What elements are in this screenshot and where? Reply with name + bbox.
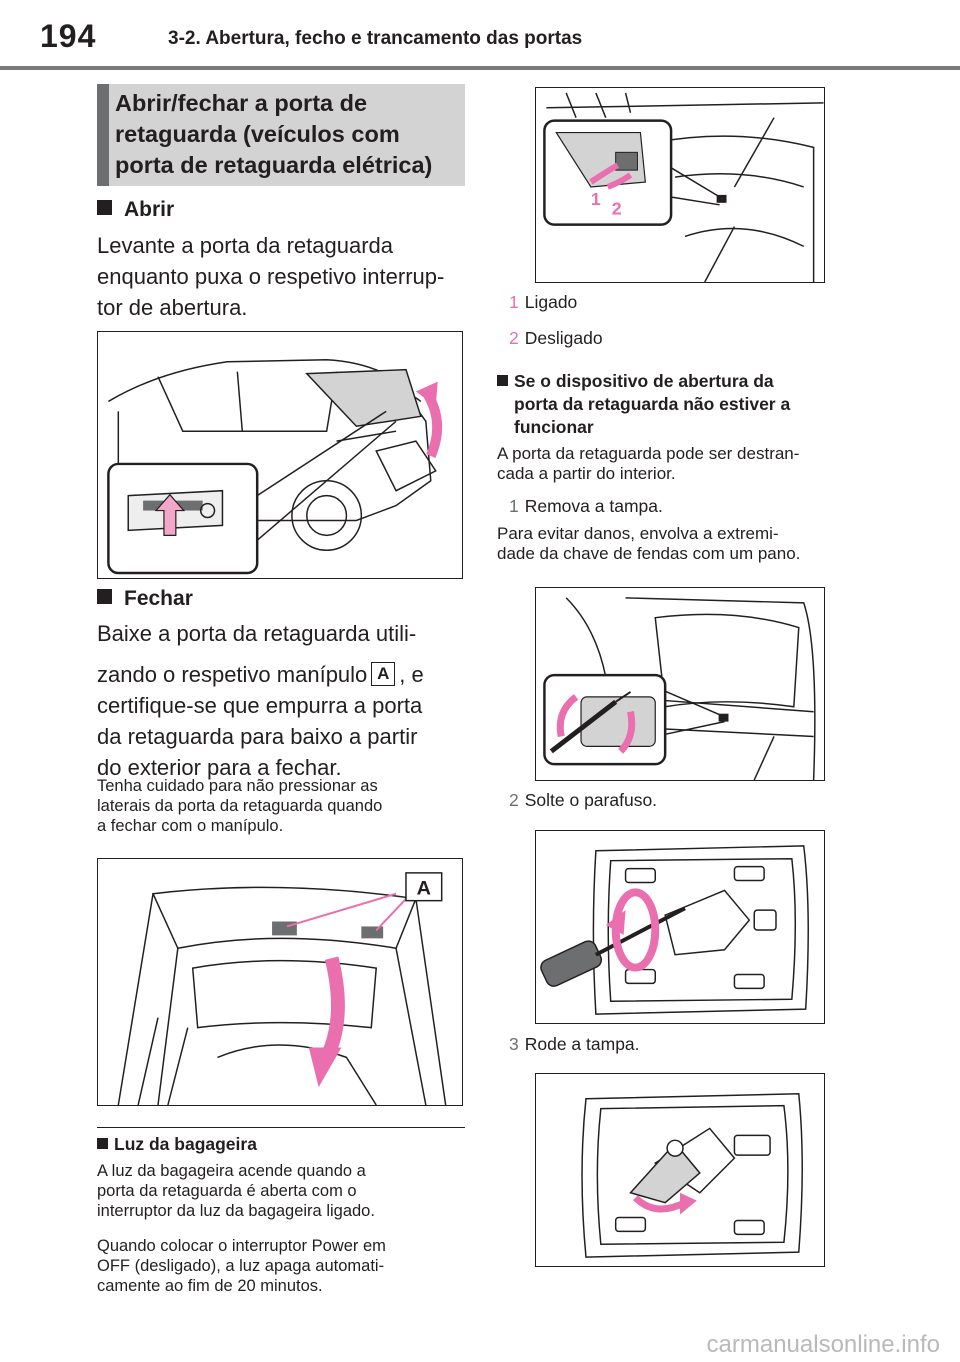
close-text-fragment: , e (399, 662, 424, 687)
close-text-line: do exterior para a fechar. (97, 755, 342, 780)
state-number: 1 (509, 292, 519, 312)
remove-cover-illustration (543, 597, 816, 780)
open-text: Levante a porta da retaguarda enquanto p… (97, 230, 467, 323)
figure-open-tailgate (97, 331, 463, 579)
open-heading-label: Abrir (124, 198, 175, 221)
malfunction-intro: A porta da retaguarda pode ser destran- … (497, 444, 867, 484)
luggage-light-line: interruptor da luz da bagageira ligado. (97, 1202, 375, 1220)
section-title-box (97, 84, 465, 186)
car-rear-illustration (107, 359, 443, 575)
luggage-light-line: camente ao fim de 20 minutos. (97, 1277, 323, 1295)
malfunction-note-line: Para evitar danos, envolva a extremi- (497, 524, 779, 543)
luggage-light-para2: Quando colocar o interruptor Power em OF… (97, 1236, 467, 1296)
open-text-line: enquanto puxa o respetivo interrup- (97, 264, 445, 289)
step-text: Remova a tampa. (524, 496, 663, 516)
luggage-light-line: porta da retaguarda é aberta com o (97, 1182, 357, 1200)
close-note-line: laterais da porta da retaguarda quando (97, 797, 383, 815)
step-text: Solte o parafuso. (524, 790, 658, 810)
close-heading-label: Fechar (124, 587, 193, 610)
luggage-light-line: OFF (desligado), a luz apaga automati- (97, 1257, 385, 1275)
luggage-light-heading-label: Luz da bagageira (114, 1134, 257, 1154)
step-number: 3 (509, 1034, 519, 1054)
close-text-line: Baixe a porta da retaguarda utili- (97, 621, 417, 646)
step-number: 1 (509, 496, 519, 516)
switch-off-label: 2 (612, 199, 622, 219)
rotate-cover-illustration (581, 1093, 803, 1258)
figure-close-tailgate: A (97, 858, 463, 1106)
handle-badge: A (371, 662, 396, 686)
malfunction-note: Para evitar danos, envolva a extremi- da… (497, 524, 867, 564)
figure-light-switch: 1 2 (535, 87, 825, 283)
close-note: Tenha cuidado para não pressionar as lat… (97, 776, 467, 836)
open-text-line: Levante a porta da retaguarda (97, 233, 394, 258)
luggage-light-heading: Luz da bagageira (97, 1133, 257, 1156)
watermark: carmanualsonline.info (706, 1331, 940, 1358)
loosen-screw-illustration (540, 845, 809, 1015)
close-note-line: a fechar com o manípulo. (97, 817, 284, 835)
close-note-line: Tenha cuidado para não pressionar as (97, 777, 378, 795)
open-heading: Abrir (97, 198, 174, 222)
close-text-line: da retaguarda para baixo a partir (97, 724, 418, 749)
malfunction-intro-line: cada a partir do interior. (497, 464, 676, 483)
close-heading: Fechar (97, 587, 193, 611)
section-divider (97, 1127, 465, 1128)
tailgate-illustration: A (117, 872, 447, 1105)
close-text-fragment: zando o respetivo manípulo (97, 662, 368, 687)
luggage-light-line: Quando colocar o interruptor Power em (97, 1237, 386, 1255)
figure-loosen-screw (535, 830, 825, 1024)
switch-on-label: 1 (591, 189, 601, 209)
malfunction-heading-line: Se o dispositivo de abertura da (514, 371, 774, 391)
page-number: 194 (40, 18, 97, 54)
section-title: Abrir/fechar a porta de retaguarda (veíc… (115, 90, 433, 178)
bullet-square-icon (497, 375, 508, 386)
bullet-square-icon (97, 1138, 108, 1149)
malfunction-intro-line: A porta da retaguarda pode ser destran- (497, 444, 800, 463)
header-rule (0, 66, 960, 70)
close-text: Baixe a porta da retaguarda utili- zando… (97, 618, 467, 783)
step-number: 2 (509, 790, 519, 810)
state-text: Ligado (524, 292, 578, 312)
malfunction-heading: Se o dispositivo de abertura da porta da… (497, 370, 857, 439)
bullet-square-icon (97, 589, 112, 604)
step-text: Rode a tampa. (524, 1034, 640, 1054)
malfunction-heading-line: porta da retaguarda não estiver a (514, 394, 791, 414)
cargo-area-illustration: 1 2 (543, 92, 824, 282)
figure-remove-cover (535, 587, 825, 781)
malfunction-note-line: dade da chave de fendas com um pano. (497, 544, 801, 563)
bullet-square-icon (97, 200, 112, 215)
luggage-light-line: A luz da bagageira acende quando a (97, 1162, 366, 1180)
handle-figure-label: A (417, 878, 431, 900)
state-text: Desligado (524, 328, 603, 348)
luggage-light-para1: A luz da bagageira acende quando a porta… (97, 1161, 467, 1221)
state-number: 2 (509, 328, 519, 348)
chapter-title: 3-2. Abertura, fecho e trancamento das p… (168, 28, 583, 49)
open-text-line: tor de abertura. (97, 295, 248, 320)
figure-rotate-cover (535, 1073, 825, 1267)
malfunction-heading-line: funcionar (514, 417, 594, 437)
close-text-line: certifique-se que empurra a porta (97, 693, 423, 718)
